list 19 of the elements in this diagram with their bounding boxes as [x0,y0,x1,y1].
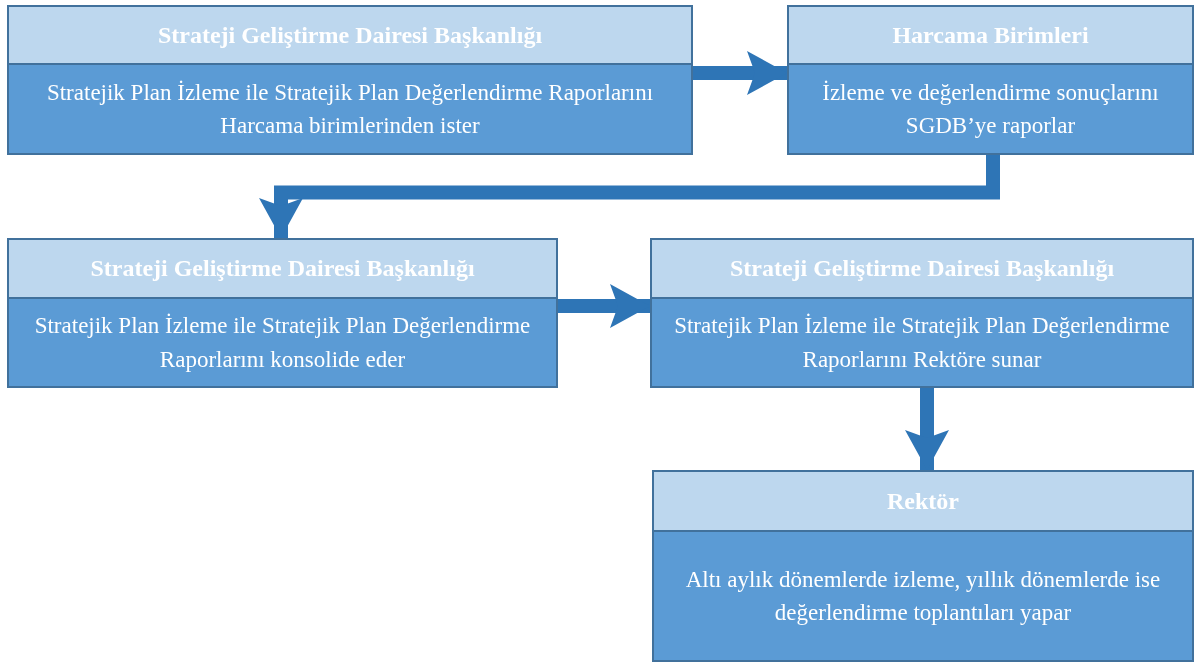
description: Altı aylık dönemlerde izleme, yıllık dönemlerde ise değerlendirme toplantıları yapar [684,565,1162,627]
process-box [650,238,1194,388]
description: İzleme ve değerlendirme sonuçlarını SGDB’ye raporlar [821,78,1160,140]
heading: Harcama Birimleri [892,21,1089,49]
process-box [7,5,693,155]
description: Stratejik Plan İzleme ile Stratejik Plan Değerlendirme Raporlarını Rektöre sunar [673,312,1171,374]
arrow [905,388,949,470]
heading: Strateji Geliştirme Dairesi Başkanlığı [729,255,1115,282]
description: Stratejik Plan İzleme ile Stratejik Plan Değerlendirme Raporlarını Harcama birimlerinden ister [45,78,655,140]
description: Stratejik Plan İzleme ile Stratejik Plan Değerlendirme Raporlarını konsolide eder [33,312,532,374]
heading: Strateji Geliştirme Dairesi Başkanlığı [157,21,543,49]
arrow [558,284,650,328]
arrow [259,155,1000,238]
heading: Rektör [887,487,959,515]
process-box [787,5,1194,155]
process-box [652,470,1194,662]
heading: Strateji Geliştirme Dairesi Başkanlığı [90,255,475,282]
arrow [693,51,787,95]
process-box [7,238,558,388]
